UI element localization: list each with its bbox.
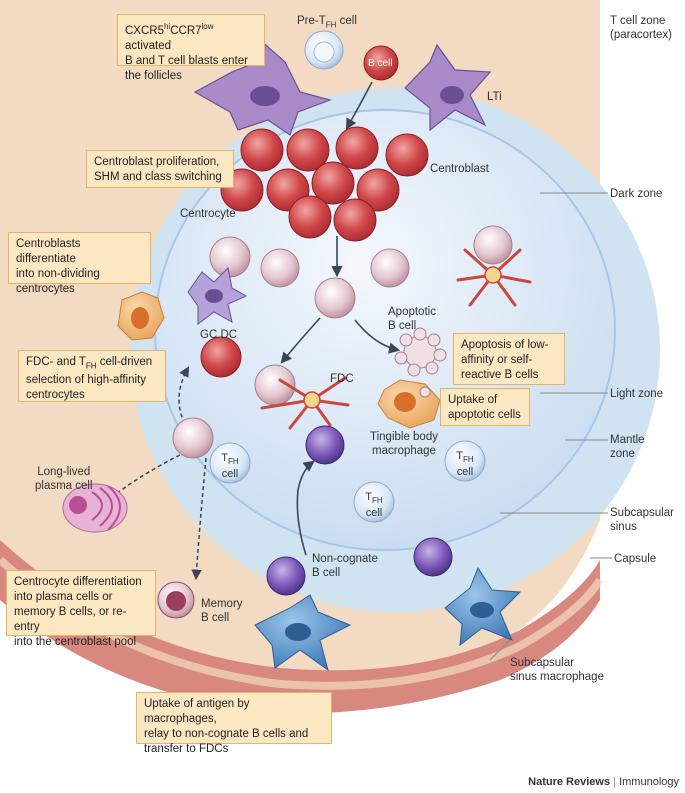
centroblast-cell	[311, 161, 355, 205]
box-proliferation: Centroblast proliferation,SHM and class …	[86, 150, 234, 188]
arrow-to-selection	[280, 317, 321, 364]
centrocyte-cell	[172, 417, 214, 459]
centroblast-cell	[385, 133, 429, 177]
fdc-lower-nucleus	[303, 391, 321, 409]
arrows	[280, 81, 401, 556]
centrocyte-cell	[260, 248, 300, 288]
arrow-noncognate-to-fdc	[296, 460, 315, 556]
label-centrocyte: Centrocyte	[180, 208, 236, 220]
arrow-to-plasma	[106, 454, 181, 502]
centroblast-cell	[335, 126, 379, 170]
centrocyte-cell	[473, 225, 513, 265]
non-cognate-b-cell	[266, 556, 306, 596]
macrophage-left-nucleus	[131, 307, 149, 329]
memory-b-nucleus	[166, 591, 186, 611]
tfh-cell	[444, 440, 486, 482]
lti-nucleus	[440, 86, 464, 104]
label-t-cell-zone: T cell zone(paracortex)	[610, 15, 672, 41]
box-uptake-antigen: Uptake of antigen by macrophages,relay t…	[136, 692, 332, 755]
arrow-to-memory	[191, 457, 207, 581]
purple-b-cell	[413, 537, 453, 577]
gc-dc-nucleus	[205, 289, 223, 303]
entering-b-cell	[363, 45, 399, 81]
centroblast-cell	[288, 195, 332, 239]
label-gc-dc: GC DC	[200, 329, 238, 341]
label-pre-tfh: Pre-TFH cell	[297, 15, 357, 30]
apoptotic-b-cell	[394, 327, 447, 377]
tingible-body	[419, 386, 431, 398]
plasma-er	[91, 485, 121, 531]
arrow-reentry	[178, 366, 190, 431]
journal-credit: Nature Reviews | Immunology	[528, 776, 679, 788]
label-dark-zone: Dark zone	[610, 188, 663, 200]
fdc-upper-nucleus	[484, 266, 502, 284]
centroblast-cell	[356, 168, 400, 212]
plasma-cell	[62, 483, 128, 533]
zone-leaders	[489, 192, 612, 661]
tingible-nucleus	[394, 392, 416, 412]
arrow-to-apoptosis	[354, 319, 401, 354]
label-capsule: Capsule	[614, 553, 657, 565]
centrocyte-cell	[370, 248, 410, 288]
journal-name: Nature Reviews	[528, 776, 611, 788]
tfh-cell	[209, 442, 251, 484]
centrocytes	[172, 225, 513, 459]
box-selection: FDC- and TFH cell-driven selection of hi…	[18, 350, 166, 402]
centroblast-cell	[333, 198, 377, 242]
macrophage-nucleus-left	[285, 623, 311, 641]
high-affinity-b-cell	[200, 336, 242, 378]
plasma-nucleus	[69, 496, 87, 514]
centroblast-cell	[286, 128, 330, 172]
label-b-cell: B cell	[368, 58, 393, 69]
macrophage-nucleus-right	[470, 602, 494, 618]
centroblast-cell	[240, 128, 284, 172]
label-centroblast: Centroblast	[430, 163, 489, 175]
centroblast-cluster	[220, 126, 429, 242]
centrocyte-cell	[314, 277, 356, 319]
box-apoptosis: Apoptosis of low-affinity or self-reacti…	[453, 333, 565, 385]
arrow-b-to-centroblast	[345, 81, 373, 130]
dashed-arrows	[106, 366, 207, 581]
tfh-cell	[353, 481, 395, 523]
purple-b-cell	[305, 425, 345, 465]
journal-section: Immunology	[619, 776, 679, 788]
label-light-zone: Light zone	[610, 388, 664, 400]
pre-tfh-nucleus	[313, 41, 335, 63]
dendritic-nucleus-left	[250, 86, 280, 106]
box-activation: CXCR5hiCCR7low activated B and T cell bl…	[117, 14, 265, 82]
label-fdc: FDC	[330, 373, 354, 385]
credit-separator: |	[610, 776, 620, 788]
label-lti: LTi	[487, 91, 502, 103]
centrocyte-cell	[209, 236, 251, 278]
